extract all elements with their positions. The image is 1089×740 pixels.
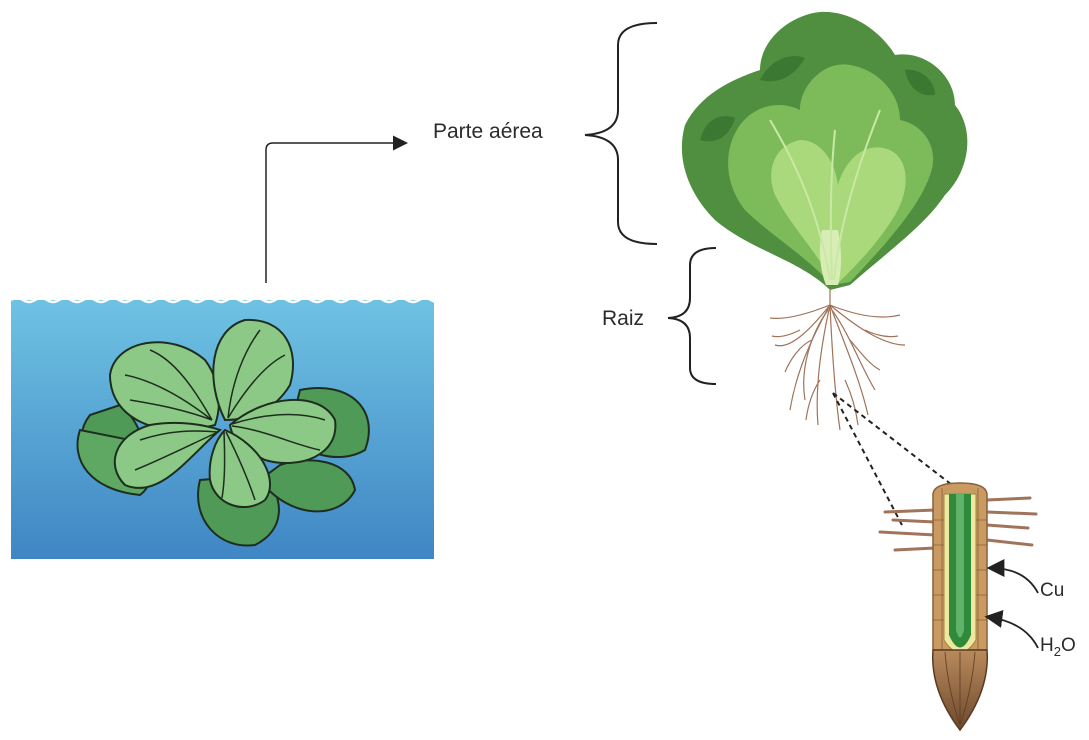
lettuce-leaves <box>682 12 967 290</box>
root-section <box>880 483 1036 730</box>
h2o-arrow <box>988 617 1038 648</box>
water-label-subscript: 2 <box>1054 644 1061 659</box>
water-label-o: O <box>1061 635 1076 656</box>
root-label: Raiz <box>602 307 644 331</box>
water-label: H2O <box>1040 635 1076 659</box>
root-brace <box>668 248 716 384</box>
water-label-h: H <box>1040 635 1054 656</box>
aerial-part-brace <box>585 23 657 244</box>
copper-label: Cu <box>1040 580 1064 602</box>
cu-arrow <box>990 568 1038 593</box>
lettuce-roots <box>770 290 905 430</box>
aerial-part-label: Parte aérea <box>433 120 543 144</box>
connector-arrow <box>266 143 405 283</box>
